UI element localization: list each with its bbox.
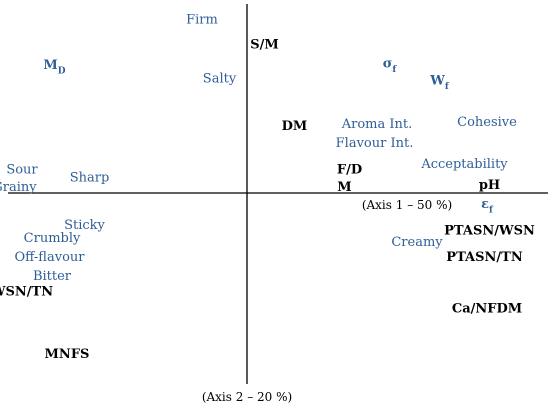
point-label-m: M: [337, 180, 351, 195]
point-label-crumbly: Crumbly: [24, 231, 81, 246]
point-label-firm: Firm: [186, 13, 218, 28]
y-axis-label: (Axis 2 – 20 %): [202, 390, 292, 404]
point-label-ca-nfdm: Ca/NFDM: [452, 301, 522, 316]
point-label-md: MD: [43, 58, 65, 76]
point-label-creamy: Creamy: [391, 235, 443, 250]
point-label-sour: Sour: [6, 163, 38, 178]
point-label-off-flavour: Off-flavour: [14, 250, 85, 265]
point-label-cohesive: Cohesive: [457, 115, 517, 130]
x-axis-label: (Axis 1 – 50 %): [362, 198, 452, 212]
point-label-f: εf: [481, 197, 494, 215]
point-label-bitter: Bitter: [33, 269, 72, 284]
point-label-wsn-tn: WSN/TN: [0, 284, 53, 299]
point-label-f-d: F/D: [337, 163, 362, 178]
point-label-ptasn-tn: PTASN/TN: [446, 250, 523, 265]
point-label-ph: pH: [479, 178, 500, 193]
point-label-s-m: S/M: [250, 37, 279, 52]
point-label-aroma-int: Aroma Int.: [341, 117, 413, 132]
point-label-flavour-int: Flavour Int.: [336, 136, 414, 151]
point-label-wf: Wf: [429, 73, 450, 91]
point-label-ptasn-wsn: PTASN/WSN: [444, 224, 535, 239]
point-label-salty: Salty: [203, 72, 237, 87]
point-label-acceptability: Acceptability: [420, 157, 508, 172]
point-label-f: σf: [383, 56, 398, 74]
point-label-mnfs: MNFS: [45, 347, 90, 362]
point-label-grainy: Grainy: [0, 180, 37, 195]
point-label-dm: DM: [282, 119, 308, 134]
point-label-sharp: Sharp: [70, 170, 110, 185]
point-label-sticky: Sticky: [64, 218, 105, 233]
